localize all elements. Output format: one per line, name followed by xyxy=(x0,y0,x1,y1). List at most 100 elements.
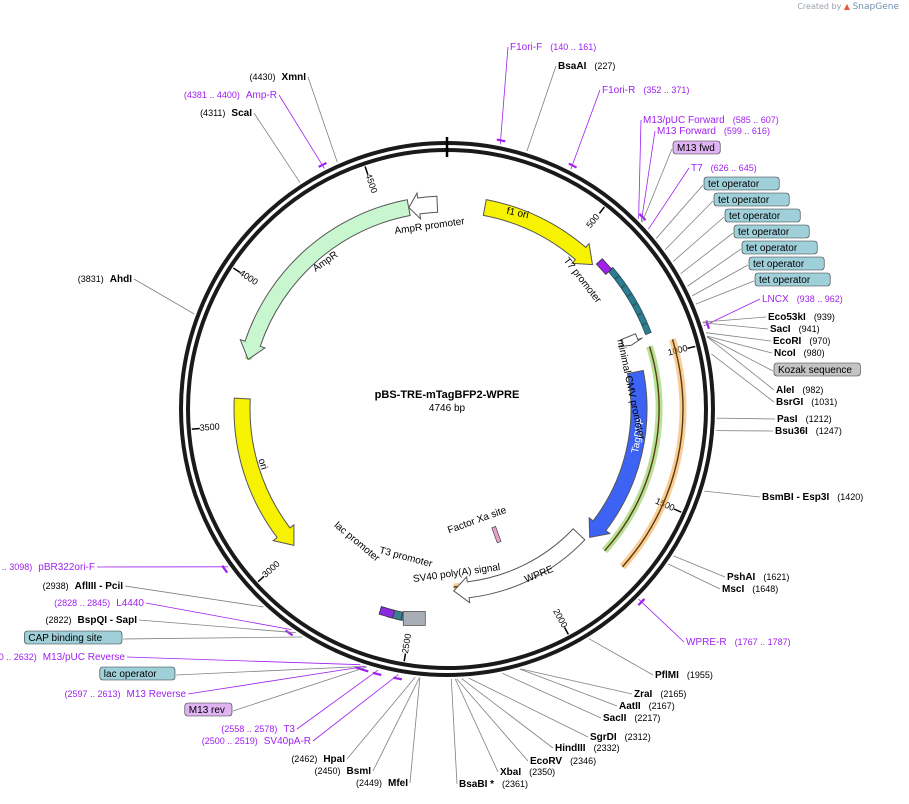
tet-operator-block xyxy=(614,275,627,289)
leader-l4440 xyxy=(145,602,292,631)
label-bsabi[interactable]: BsaBI *(2361) xyxy=(459,779,528,790)
label-f1ori_r[interactable]: F1ori-R(352 .. 371) xyxy=(602,85,689,96)
label-pasi[interactable]: PasI(1212) xyxy=(777,414,832,425)
small-feature-block xyxy=(378,605,396,619)
label-m13_fwd[interactable]: M13 fwd xyxy=(677,143,715,154)
label-eco53ki[interactable]: Eco53kI(939) xyxy=(768,312,835,323)
label-tetop2[interactable]: tet operator xyxy=(718,195,770,206)
label-box-tetop1[interactable] xyxy=(703,176,780,191)
label-kozak[interactable]: Kozak sequence xyxy=(778,365,852,376)
label-sacii[interactable]: SacII(2217) xyxy=(603,713,660,724)
label-sgrdi[interactable]: SgrDI(2312) xyxy=(590,732,651,743)
highlight-core xyxy=(247,206,409,360)
credit-brand: SnapGene xyxy=(852,2,899,12)
credit-prefix: Created by xyxy=(797,2,842,11)
label-hpai[interactable]: (2462)HpaI xyxy=(291,754,345,765)
label-bsmbi[interactable]: BsmBI - Esp3I(1420) xyxy=(762,492,863,503)
label-ecori[interactable]: EcoRI(970) xyxy=(773,336,830,347)
leader-ecorv xyxy=(456,678,529,762)
label-mfei[interactable]: (2449)MfeI xyxy=(356,778,408,789)
label-bsrgi[interactable]: BsrGI(1031) xyxy=(776,397,837,408)
label-box-tetop2[interactable] xyxy=(713,192,790,207)
feature-ori[interactable] xyxy=(233,397,295,546)
label-t3[interactable]: (2558 .. 2578)T3 xyxy=(221,724,295,735)
tick-label-3000: 3000 xyxy=(260,559,282,580)
label-wpre_r[interactable]: WPRE-R(1767 .. 1787) xyxy=(686,637,791,648)
label-bsaai[interactable]: BsaAI(227) xyxy=(558,61,615,72)
label-ampr_primer[interactable]: (4381 .. 4400)Amp-R xyxy=(184,90,277,101)
label-tetop5[interactable]: tet operator xyxy=(746,243,798,254)
label-box-kozak[interactable] xyxy=(773,362,861,377)
label-ahdi[interactable]: (3831)AhdI xyxy=(78,274,132,285)
label-ori: ori xyxy=(255,457,269,471)
label-ncoi[interactable]: NcoI(980) xyxy=(774,348,825,359)
leader-m13puc_rev xyxy=(126,656,361,666)
label-m13_reverse[interactable]: (2597 .. 2613)M13 Reverse xyxy=(64,689,186,700)
leader-ncoi xyxy=(706,335,773,354)
leader-tetop2 xyxy=(664,200,714,251)
label-f1-ori: f1 ori xyxy=(506,206,530,221)
leader-tetop4 xyxy=(680,232,734,275)
label-f1ori_f[interactable]: F1ori-F(140 .. 161) xyxy=(510,42,596,53)
feature-f1-ori[interactable] xyxy=(482,199,594,266)
label-xbai[interactable]: XbaI(2350) xyxy=(500,767,555,778)
label-saci[interactable]: SacI(941) xyxy=(770,324,820,335)
label-tetop1[interactable]: tet operator xyxy=(708,179,760,190)
feature-minimal-cmv-promoter[interactable] xyxy=(617,333,643,348)
leader-hindiii xyxy=(461,678,554,749)
label-msci[interactable]: MscI(1648) xyxy=(722,584,778,595)
label-m13_forward[interactable]: M13 Forward(599 .. 616) xyxy=(657,126,770,137)
label-lacop[interactable]: lac operator xyxy=(104,669,157,680)
label-ecorv[interactable]: EcoRV(2346) xyxy=(530,756,596,767)
tick-4000 xyxy=(232,267,241,274)
label-hindiii[interactable]: HindIII(2332) xyxy=(555,743,620,754)
leader-msci xyxy=(667,563,721,590)
label-box-lacop[interactable] xyxy=(99,666,176,681)
leader-kozak xyxy=(706,336,774,372)
label-pshai[interactable]: PshAI(1621) xyxy=(727,572,789,583)
leader-bsmbi xyxy=(704,490,761,498)
label-alei[interactable]: AleI(982) xyxy=(776,385,823,396)
label-scai[interactable]: (4311)ScaI xyxy=(200,108,252,119)
leader-mfei xyxy=(409,677,421,784)
label-box-tetop6[interactable] xyxy=(748,256,825,271)
tick-500 xyxy=(598,206,605,214)
tick-label-2000: 2000 xyxy=(551,607,569,629)
label-tetop3[interactable]: tet operator xyxy=(729,211,781,222)
primer-mark xyxy=(705,320,711,330)
label-box-tetop3[interactable] xyxy=(724,208,801,223)
feature-tagbfp[interactable] xyxy=(588,369,648,539)
label-bspqi[interactable]: (2822)BspQI - SapI xyxy=(46,615,138,626)
label-bsu36i[interactable]: Bsu36I(1247) xyxy=(775,426,842,437)
tick-label-2500: 2500 xyxy=(400,633,413,654)
leader-pflmi xyxy=(588,638,654,676)
label-box-tetop5[interactable] xyxy=(741,240,818,255)
snapgene-logo-icon: ▲ xyxy=(843,2,851,11)
feature-wpre[interactable] xyxy=(453,528,586,604)
label-pbr322[interactable]: (3079 .. 3098)pBR322ori-F xyxy=(0,562,95,573)
label-tetop4[interactable]: tet operator xyxy=(738,227,790,238)
label-box-m13_fwd[interactable] xyxy=(672,140,721,155)
label-tetop7[interactable]: tet operator xyxy=(759,275,811,286)
label-zrai[interactable]: ZraI(2165) xyxy=(634,689,686,700)
label-sv40pa_r[interactable]: (2500 .. 2519)SV40pA-R xyxy=(202,736,311,747)
label-box-m13_rev[interactable] xyxy=(184,702,233,717)
label-m13_rev[interactable]: M13 rev xyxy=(189,705,225,716)
label-cap[interactable]: CAP binding site xyxy=(28,633,102,644)
feature-ampr-promoter[interactable] xyxy=(408,191,439,221)
label-box-tetop7[interactable] xyxy=(754,272,831,287)
feature-ampr[interactable] xyxy=(239,199,411,361)
label-afliii[interactable]: (2938)AflIII - PciI xyxy=(43,581,124,592)
label-bsmi[interactable]: (2450)BsmI xyxy=(315,766,372,777)
label-l4440[interactable]: (2828 .. 2845)L4440 xyxy=(54,598,144,609)
label-m13puc_fwd[interactable]: M13/pUC Forward(585 .. 607) xyxy=(643,115,779,126)
label-tetop6[interactable]: tet operator xyxy=(753,259,805,270)
label-aatii[interactable]: AatII(2167) xyxy=(619,701,675,712)
label-t7[interactable]: T7(626 .. 645) xyxy=(691,163,757,174)
label-box-cap[interactable] xyxy=(24,630,123,645)
label-lncx[interactable]: LNCX(938 .. 962) xyxy=(762,294,843,305)
label-pflmi[interactable]: PflMI(1955) xyxy=(655,670,713,681)
label-box-tetop4[interactable] xyxy=(733,224,810,239)
label-xmni[interactable]: (4430)XmnI xyxy=(250,72,307,83)
label-m13puc_rev[interactable]: (2610 .. 2632)M13/pUC Reverse xyxy=(0,652,125,663)
